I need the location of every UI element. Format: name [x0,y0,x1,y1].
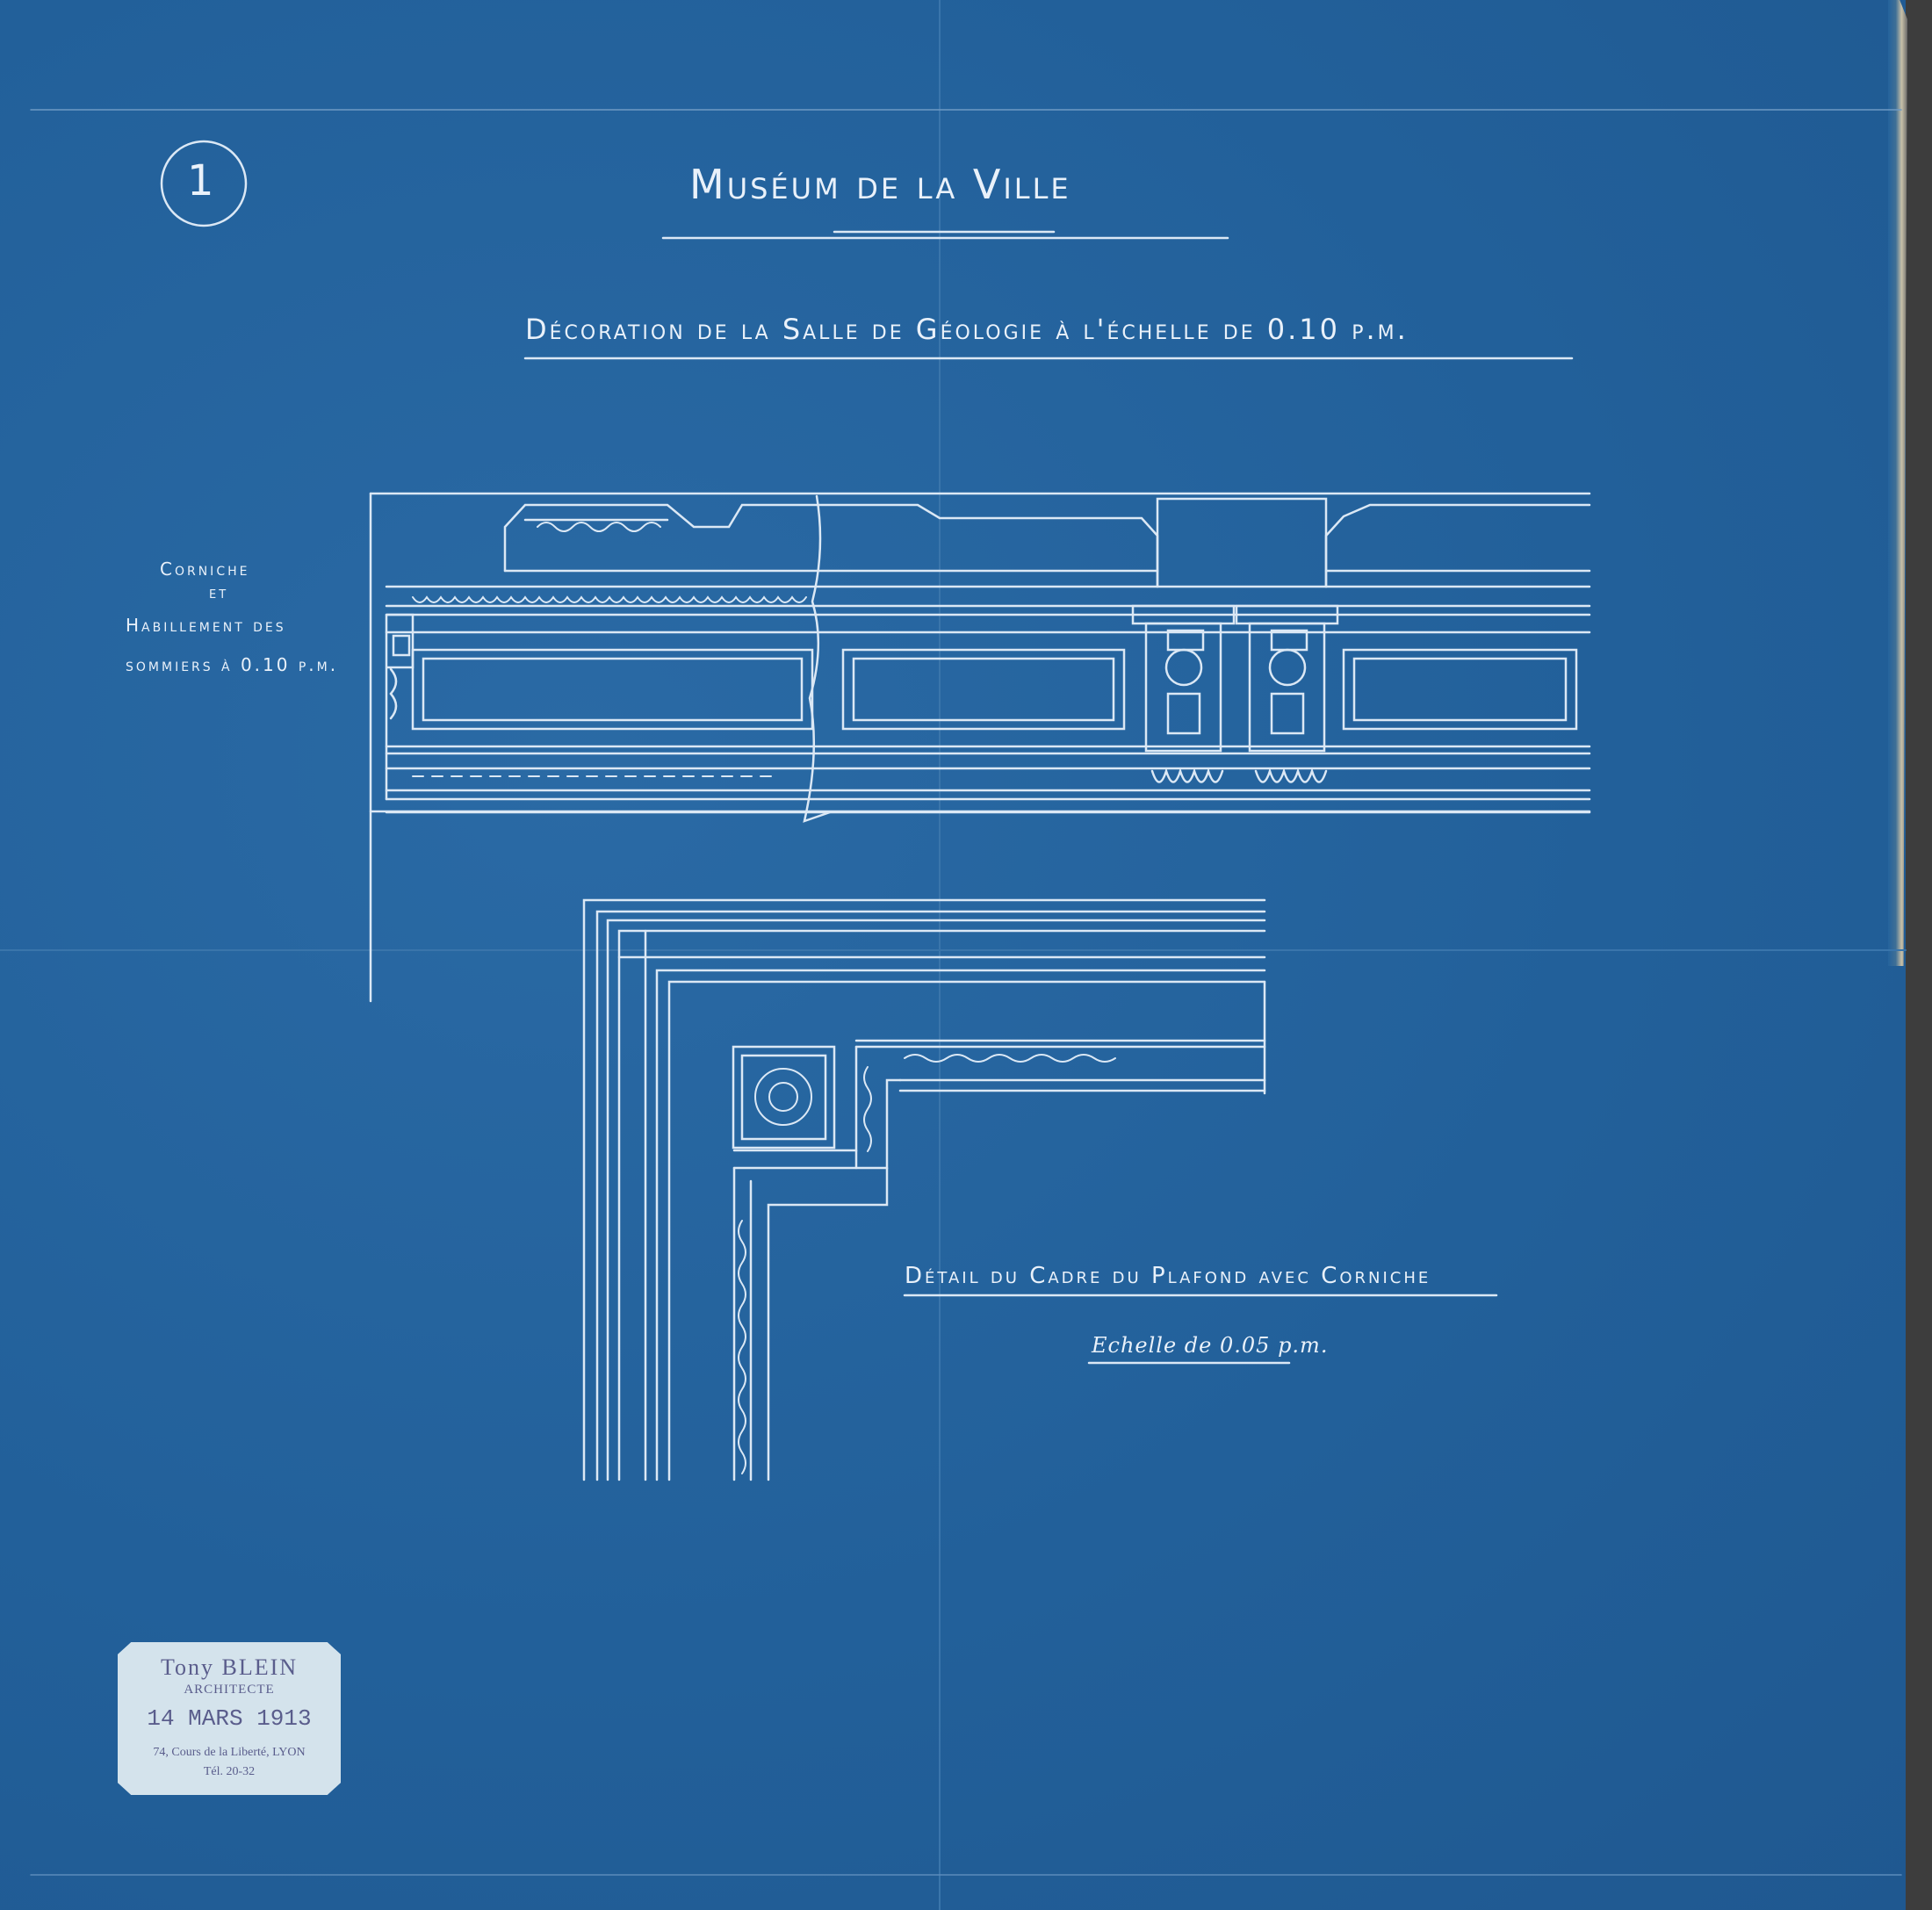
cornice-label-line-3: Habillement des [126,615,286,636]
stamp-date: 14 MARS 1913 [147,1705,312,1732]
sheet-subtitle: Décoration de la Salle de Géologie à l'é… [525,313,1409,346]
console-left [1131,604,1236,783]
console-right [1235,604,1339,783]
rosette-square [732,1045,836,1150]
stamp-phone: Tél. 20-32 [203,1765,256,1778]
sheet-number-circle [160,140,248,227]
ceiling-frame-detail [582,898,1266,1481]
cornice-label-line-1: Corniche [160,559,250,580]
sheet-title: Muséum de la Ville [689,161,1071,208]
architect-stamp: Tony BLEIN ARCHITECTE 14 MARS 1913 74, C… [118,1642,341,1795]
stamp-role: ARCHITECTE [184,1683,275,1697]
detail-title: Détail du Cadre du Plafond avec Corniche [905,1263,1431,1289]
cornice-elevation [369,492,1591,1003]
sheet-number: 1 [187,156,214,205]
scan-border [1906,0,1932,1910]
cornice-label-line-2: et [209,584,229,602]
stamp-address: 74, Cours de la Liberté, LYON [153,1746,306,1759]
torn-paper-edge [1888,0,1907,966]
detail-scale: Echelle de 0.05 p.m. [1092,1333,1329,1358]
cornice-label-line-4: sommiers à 0.10 p.m. [126,654,339,675]
stamp-name: Tony BLEIN [160,1654,299,1680]
